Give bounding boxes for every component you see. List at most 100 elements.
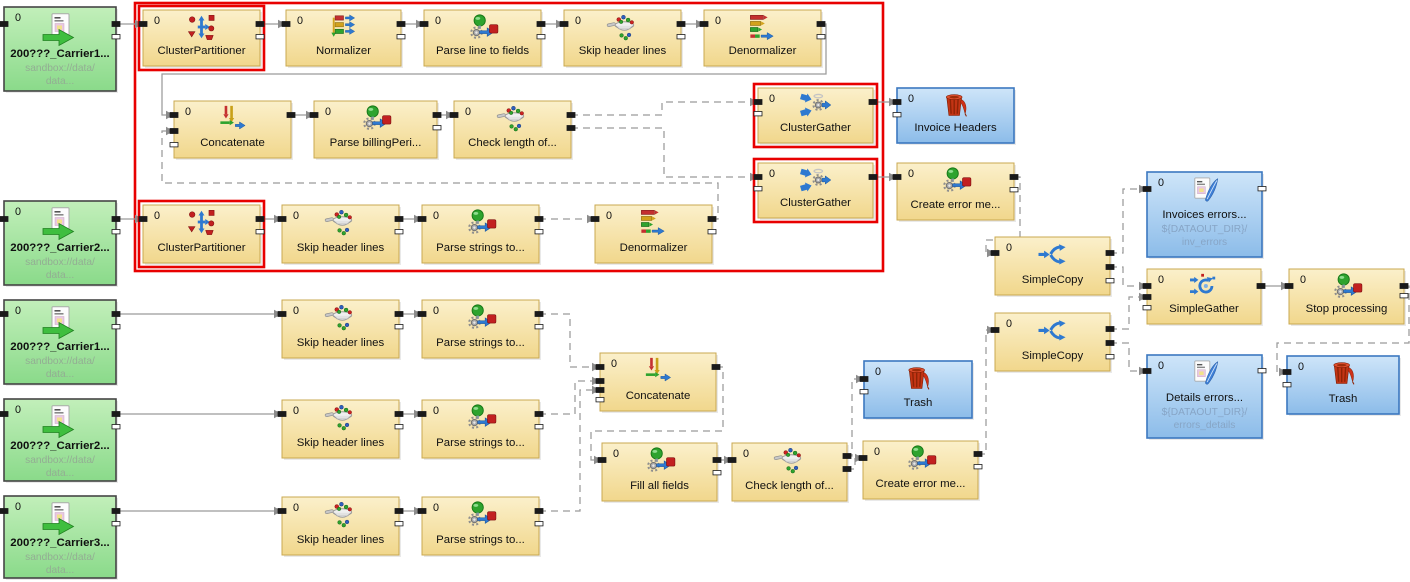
port-unconnected[interactable]	[712, 470, 722, 476]
edge-sc2-deterr[interactable]	[1110, 342, 1147, 376]
port[interactable]	[892, 174, 902, 180]
port[interactable]	[842, 453, 852, 459]
port[interactable]	[566, 125, 576, 131]
port-unconnected[interactable]	[1142, 305, 1152, 311]
port[interactable]	[1142, 368, 1152, 374]
edge-g4-skip4[interactable]	[116, 409, 282, 419]
port[interactable]	[396, 21, 406, 27]
port[interactable]	[449, 112, 459, 118]
port[interactable]	[255, 21, 265, 27]
port[interactable]	[566, 112, 576, 118]
port[interactable]	[309, 112, 319, 118]
port-unconnected[interactable]	[1009, 187, 1019, 193]
port[interactable]	[859, 376, 869, 382]
edge-sc1-sg[interactable]	[1110, 266, 1147, 291]
port[interactable]	[277, 508, 287, 514]
port[interactable]	[1282, 369, 1292, 375]
port[interactable]	[1105, 326, 1115, 332]
port-unconnected[interactable]	[394, 229, 404, 235]
port-unconnected[interactable]	[753, 186, 763, 192]
edge-check1-cg2[interactable]	[571, 127, 758, 182]
node-g4[interactable]: 0200???_Carrier2...sandbox://data/data..…	[0, 398, 121, 483]
port[interactable]	[111, 216, 121, 222]
port[interactable]	[990, 250, 1000, 256]
port[interactable]	[711, 364, 721, 370]
port[interactable]	[169, 128, 179, 134]
port-unconnected[interactable]	[595, 397, 605, 403]
edge-ps1-den2[interactable]	[539, 214, 595, 224]
port[interactable]	[394, 216, 404, 222]
port[interactable]	[111, 21, 121, 27]
port[interactable]	[753, 174, 763, 180]
port[interactable]	[597, 457, 607, 463]
port-unconnected[interactable]	[536, 34, 546, 40]
port-unconnected[interactable]	[111, 424, 121, 430]
port[interactable]	[255, 216, 265, 222]
node-g5[interactable]: 0200???_Carrier3...sandbox://data/data..…	[0, 495, 121, 580]
port-unconnected[interactable]	[1257, 368, 1267, 374]
edge-ps3-concat2[interactable]	[539, 376, 600, 415]
port-unconnected[interactable]	[534, 424, 544, 430]
port-unconnected[interactable]	[111, 324, 121, 330]
port[interactable]	[842, 466, 852, 472]
port-unconnected[interactable]	[394, 324, 404, 330]
port[interactable]	[707, 216, 717, 222]
port-unconnected[interactable]	[1257, 186, 1267, 192]
edge-g5-skip5[interactable]	[116, 506, 282, 516]
port-unconnected[interactable]	[255, 229, 265, 235]
port[interactable]	[0, 508, 9, 514]
port[interactable]	[1105, 340, 1115, 346]
edge-ce2-sc2[interactable]	[978, 325, 995, 455]
port[interactable]	[973, 451, 983, 457]
node-g1[interactable]: 0200???_Carrier1...sandbox://data/data..…	[0, 6, 121, 93]
port[interactable]	[534, 508, 544, 514]
port[interactable]	[590, 216, 600, 222]
port[interactable]	[727, 457, 737, 463]
port[interactable]	[699, 21, 709, 27]
port[interactable]	[753, 99, 763, 105]
port-unconnected[interactable]	[1399, 293, 1409, 299]
port-unconnected[interactable]	[753, 111, 763, 117]
port-unconnected[interactable]	[816, 34, 826, 40]
edge-sc1-inverr[interactable]	[1110, 184, 1147, 254]
port[interactable]	[534, 311, 544, 317]
port-unconnected[interactable]	[707, 229, 717, 235]
port[interactable]	[1142, 186, 1152, 192]
port[interactable]	[138, 21, 148, 27]
port[interactable]	[417, 311, 427, 317]
port[interactable]	[534, 216, 544, 222]
port[interactable]	[534, 411, 544, 417]
port-unconnected[interactable]	[534, 229, 544, 235]
port-unconnected[interactable]	[169, 142, 179, 148]
port[interactable]	[868, 174, 878, 180]
port[interactable]	[595, 387, 605, 393]
port-unconnected[interactable]	[859, 389, 869, 395]
port[interactable]	[0, 21, 9, 27]
port[interactable]	[281, 21, 291, 27]
port[interactable]	[277, 411, 287, 417]
port-unconnected[interactable]	[394, 424, 404, 430]
